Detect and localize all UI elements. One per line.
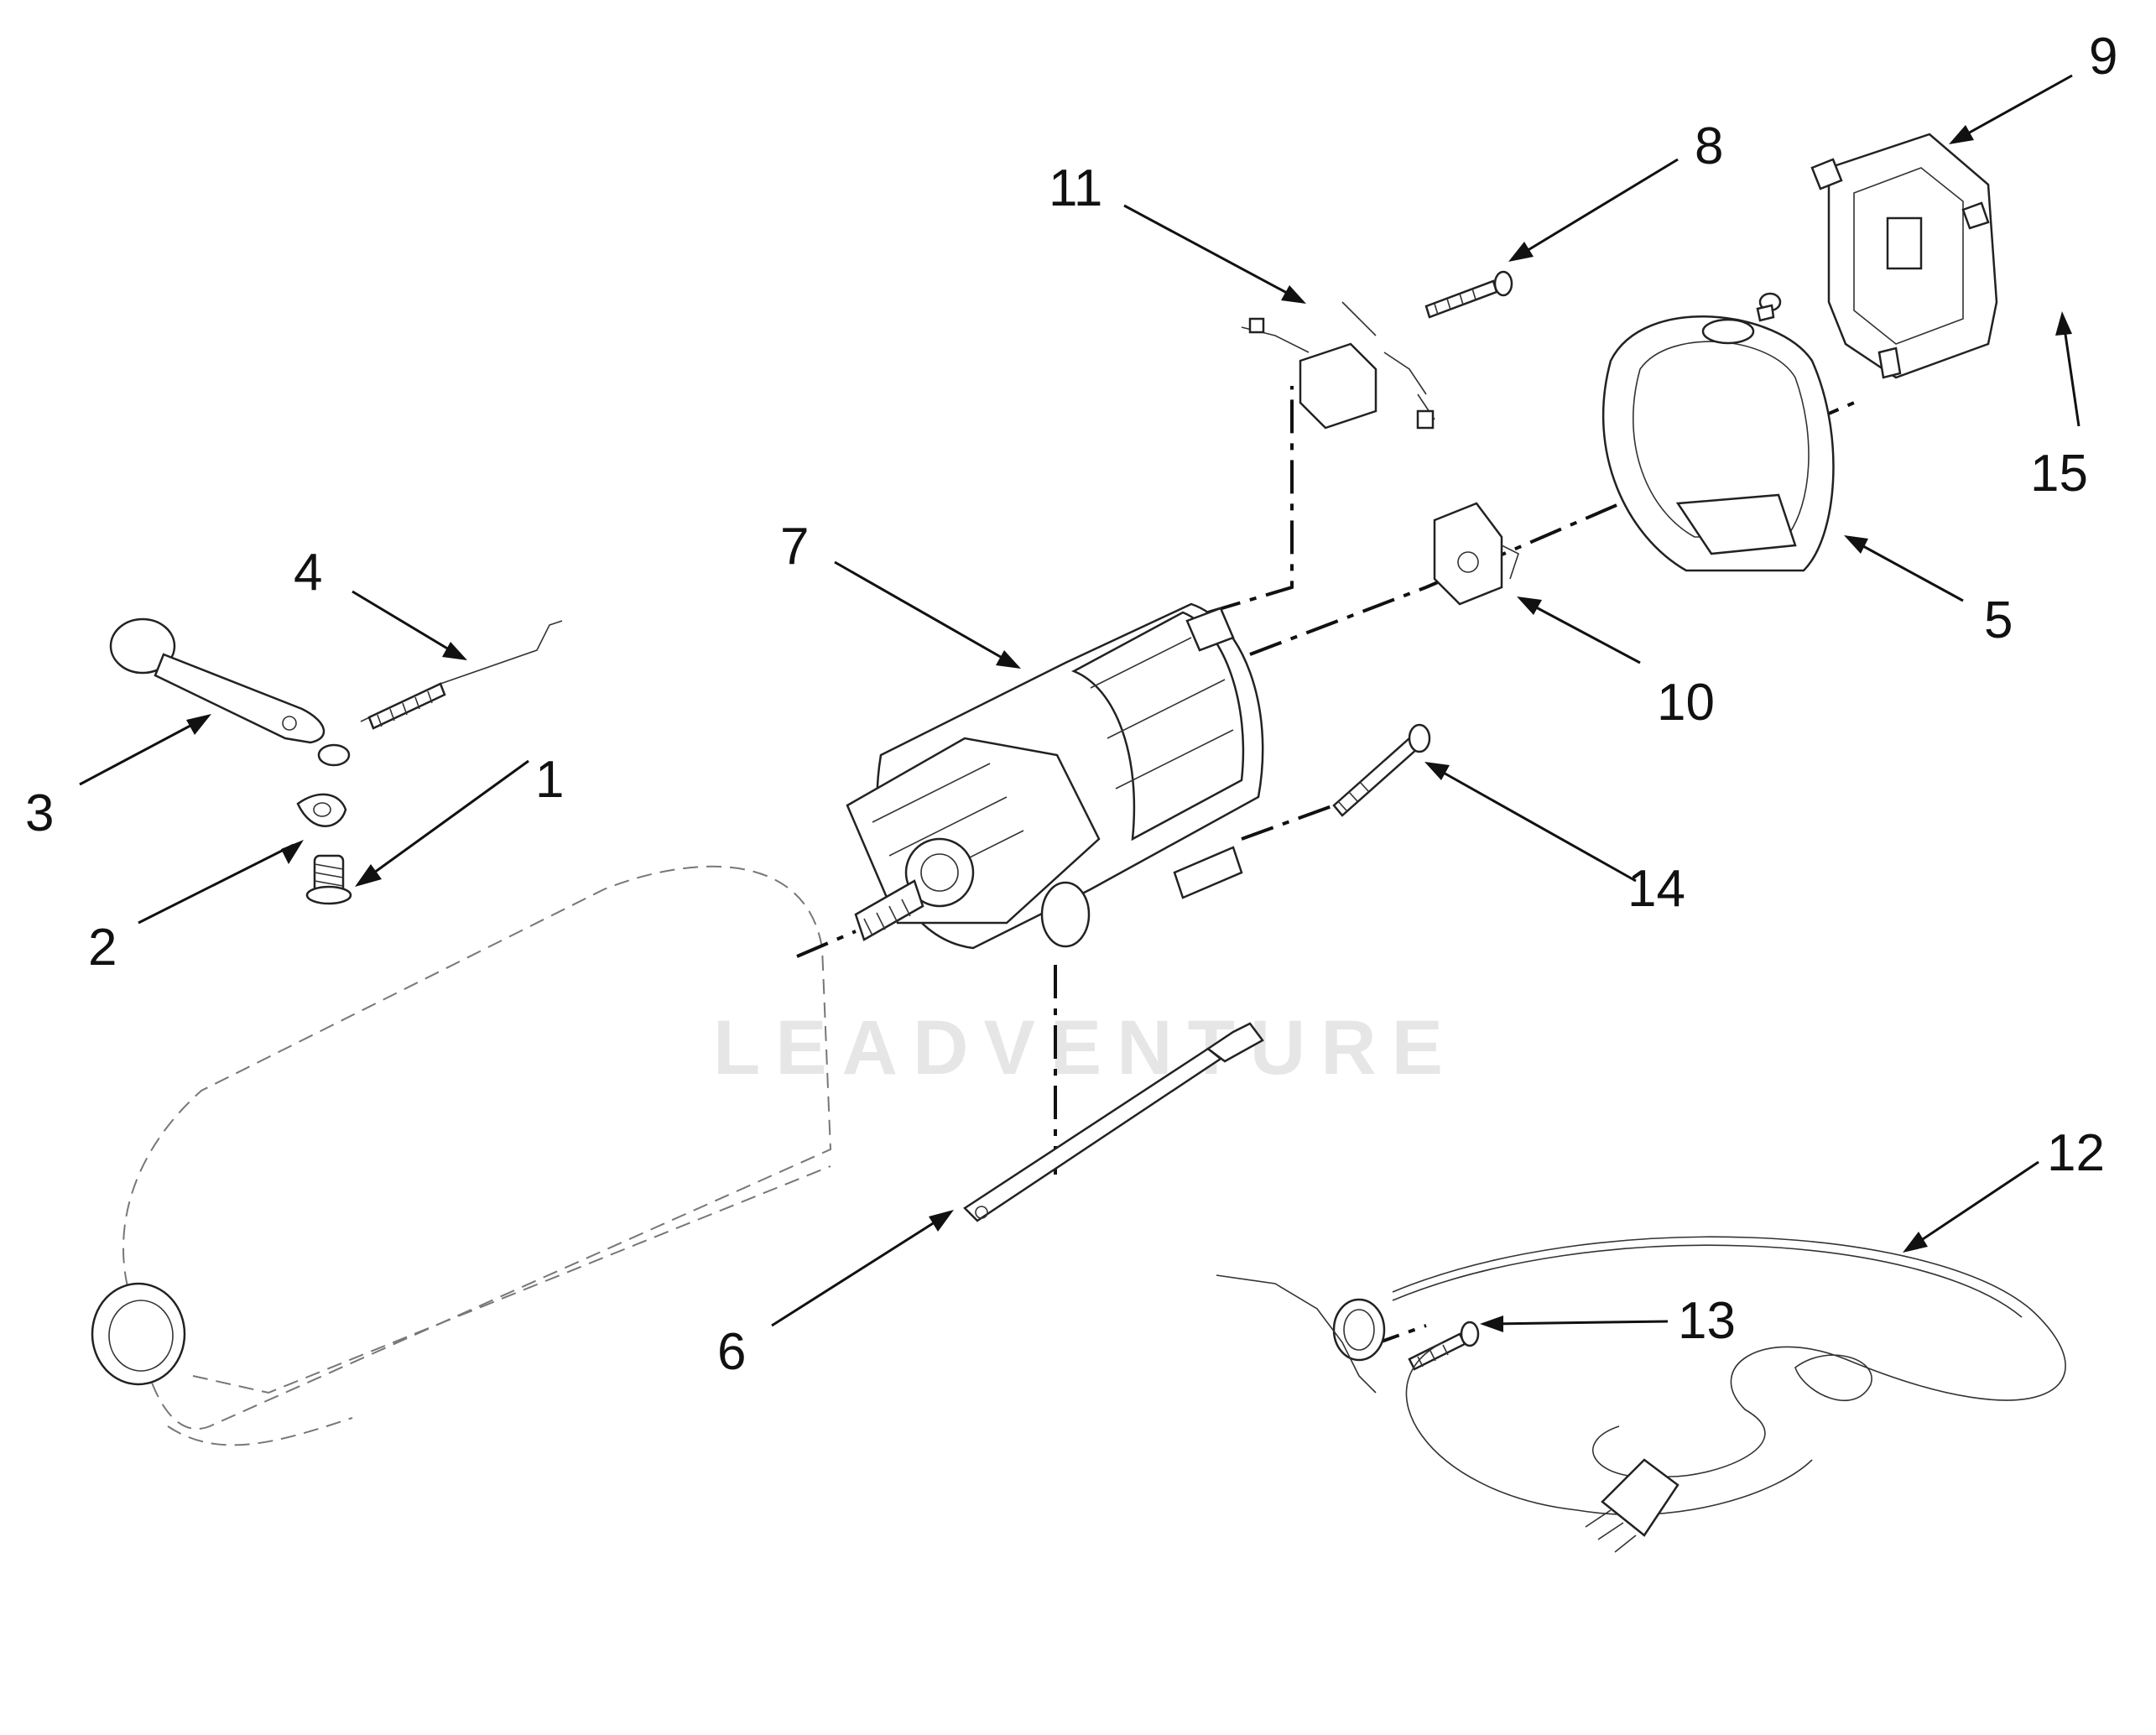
part-14-bolt [1332,723,1431,817]
callout-11: 11 [1049,159,1102,217]
part-7-motor [846,602,1264,950]
callout-14: 14 [1627,860,1685,918]
part-12-power-cord [1216,1236,2066,1553]
callout-13: 13 [1678,1292,1736,1350]
part-5-ring-bracket [1601,315,1835,572]
callout-8: 8 [1695,117,1723,175]
callout-6: 6 [717,1323,746,1381]
callout-3: 3 [25,784,54,842]
part-2-washer [296,793,347,827]
callout-7: 7 [780,518,809,576]
callout-5: 5 [1984,591,2013,649]
mixer-housing-outline [91,865,832,1446]
callout-15: 15 [2030,445,2088,503]
callout-2: 2 [88,919,117,977]
part-6-strap [963,1022,1264,1222]
part-15-screw [1756,292,1782,322]
callout-10: 10 [1657,674,1715,732]
part-3-lever [109,617,351,767]
part-4-spring [360,620,563,730]
part-10-brush-holder [1433,502,1519,606]
part-9-control-plate [1810,133,1998,379]
watermark-text: LEADVENTURE [713,1005,1458,1091]
callout-leaders [79,74,2080,1332]
part-11-switch [1241,301,1435,430]
callout-12: 12 [2047,1124,2105,1182]
part-1-screw [305,854,352,905]
part-8-screw [1424,270,1513,319]
callout-1: 1 [535,751,564,809]
callout-4: 4 [294,544,322,602]
part-13-screw [1408,1321,1480,1371]
callout-numbers: 1 2 3 4 5 6 7 8 9 10 11 12 13 14 15 [25,28,2117,1381]
callout-9: 9 [2089,28,2117,86]
